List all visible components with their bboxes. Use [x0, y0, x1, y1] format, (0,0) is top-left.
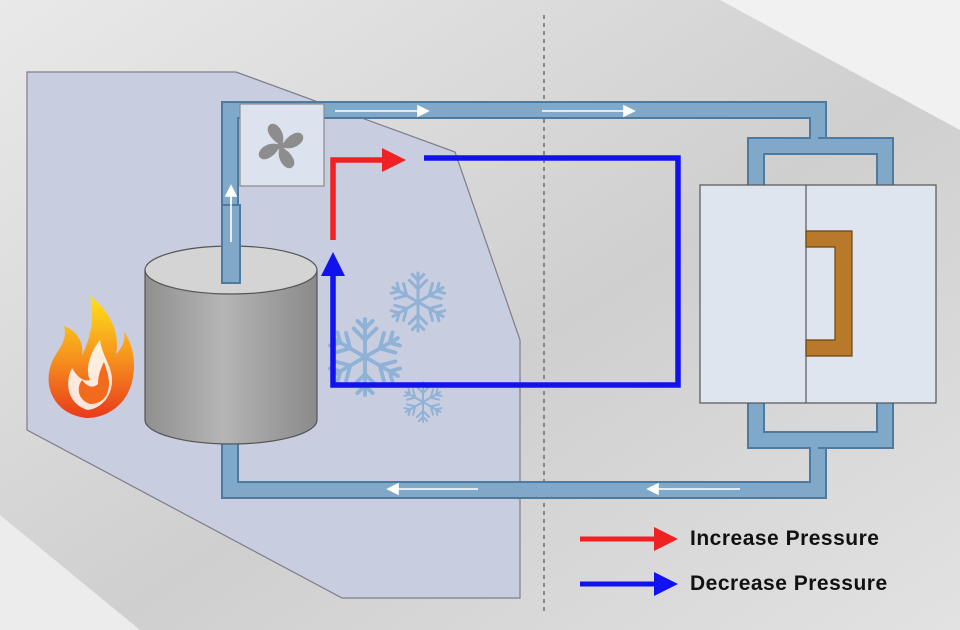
compressor-cylinder [144, 204, 318, 445]
flame-icon [48, 296, 135, 418]
decrease-pressure-path [330, 155, 681, 388]
increase-pressure-arrowhead [382, 148, 406, 172]
door-handle [805, 230, 853, 357]
decrease-pressure-arrowhead [321, 252, 345, 276]
legend-increase-label: Increase Pressure [690, 527, 880, 550]
flow-arrow-head [226, 186, 236, 196]
increase-pressure-path [330, 157, 385, 240]
outdoor-unit [699, 184, 937, 404]
fan-unit [239, 103, 325, 187]
legend-decrease-label: Decrease Pressure [690, 572, 888, 595]
legend-increase-arrow [580, 527, 678, 551]
legend-decrease-arrow [580, 572, 678, 596]
fan-icon [258, 123, 304, 169]
background-light-wedge [0, 515, 140, 630]
background-light-wedge [720, 0, 960, 130]
